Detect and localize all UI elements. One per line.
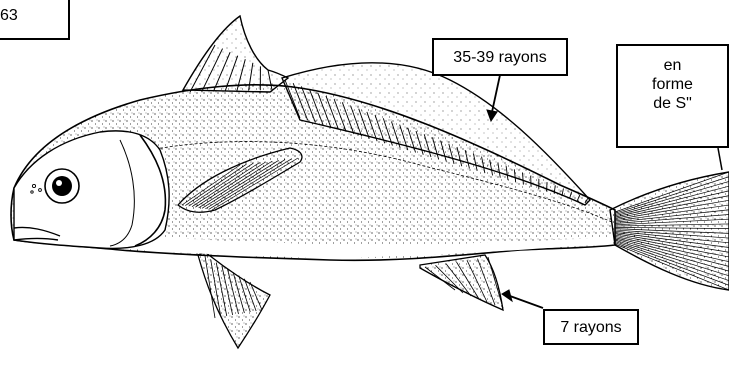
anal-fin	[420, 255, 503, 310]
eye	[45, 169, 79, 203]
anal-fin-ray-count: 7 rayons	[545, 318, 637, 337]
dorsal-fin-ray-count: 35-39 rayons	[434, 48, 566, 67]
anal-fin-label-box: 7 rayons	[543, 309, 639, 345]
pelvic-fin	[198, 252, 270, 348]
caudal-fin	[610, 172, 729, 290]
figure-number-box: 63	[0, 0, 70, 40]
caudal-fin-label-box: en forme de S"	[616, 44, 729, 148]
fish-head	[14, 131, 169, 249]
caudal-fin-label-line-3: de S"	[618, 94, 727, 113]
caudal-fin-label-line-1: en	[618, 56, 727, 75]
caudal-fin-label-line-2: forme	[618, 75, 727, 94]
dorsal-fin-label-box: 35-39 rayons	[432, 38, 568, 76]
figure-number: 63	[0, 6, 68, 25]
spiny-dorsal-fin	[183, 16, 288, 92]
